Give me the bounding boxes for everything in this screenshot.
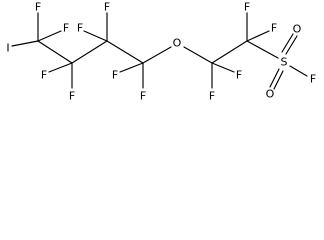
atom-fluorine-c5-bottom: F	[209, 90, 215, 103]
atom-fluorine-c6-top: F	[244, 1, 250, 14]
atom-sulfur: S	[281, 56, 288, 69]
bond-c6-s	[246, 40, 279, 59]
bond-c2-f-left	[48, 62, 73, 73]
atom-fluorine-c3-top: F	[104, 1, 110, 14]
bond-s-o-lower-b	[273, 70, 284, 90]
bond-o-c5	[183, 46, 213, 64]
atom-fluorine-c6-right: F	[271, 22, 277, 35]
atom-fluorine-sulfonyl: F	[310, 73, 316, 86]
atom-fluorine-c1-top: F	[35, 1, 41, 14]
bond-c1-f-right	[37, 30, 62, 42]
bond-s-o-lower-a	[269, 68, 280, 88]
bond-c3-f-left	[83, 30, 108, 42]
bond-c4-o	[142, 46, 172, 64]
bond-c3-c4	[106, 40, 144, 64]
bond-s-f	[289, 65, 308, 77]
atom-fluorine-c3-left: F	[77, 22, 83, 35]
atom-fluorine-c5-right: F	[236, 69, 242, 82]
bond-c2-c3	[71, 40, 108, 64]
atom-oxygen-sulfonyl-lower: O	[266, 88, 275, 101]
structure-canvas: I O S O O F F F F F F F F F F F F F	[0, 0, 324, 106]
bond-c5-f-right	[211, 62, 235, 73]
atom-fluorine-c4-bottom: F	[140, 90, 146, 103]
atom-fluorine-c1-right: F	[63, 22, 69, 35]
bond-c1-c2	[37, 40, 73, 64]
atom-oxygen-ether: O	[173, 37, 182, 50]
atom-iodine: I	[6, 42, 9, 55]
bond-c6-f-right	[246, 30, 270, 42]
bond-i-c1	[11, 40, 39, 47]
atom-oxygen-sulfonyl-upper: O	[293, 23, 302, 36]
bond-c5-c6	[211, 40, 248, 64]
atom-fluorine-c4-left: F	[112, 69, 118, 82]
atom-fluorine-c2-bottom: F	[69, 90, 75, 103]
bond-s-o-upper-b	[285, 35, 298, 55]
bond-c4-f-left	[119, 62, 144, 73]
atom-fluorine-c2-left: F	[41, 69, 47, 82]
chemical-structure-diagram: I O S O O F F F F F F F F F F F F F	[6, 1, 316, 103]
bond-s-o-upper-a	[281, 33, 294, 53]
